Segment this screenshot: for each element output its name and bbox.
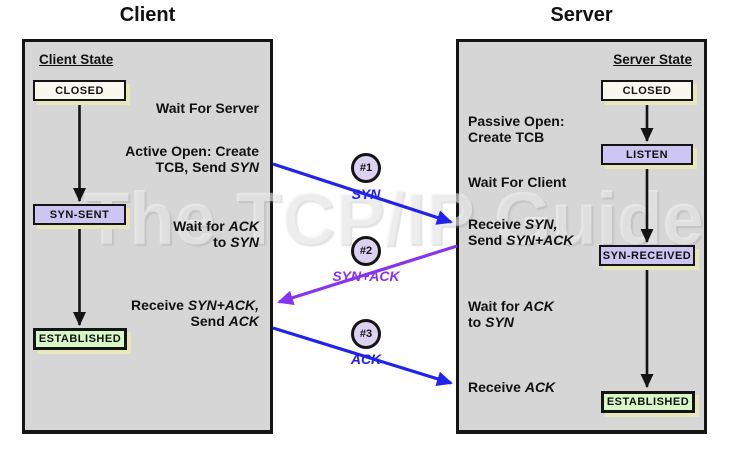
server-note-wait-for-ack: Wait for ACK to SYN [468, 298, 554, 330]
text-segment: ACK [523, 298, 554, 314]
server-panel [456, 39, 707, 434]
text-segment: Send [468, 232, 507, 248]
text-segment: SYN+ACK, [187, 297, 259, 313]
text-segment: SYN+ACK [506, 232, 574, 248]
server-state-listen: LISTEN [601, 144, 693, 165]
server-note-receive-syn: Receive SYN, Send SYN+ACK [468, 216, 573, 248]
text-segment: SYN, [524, 216, 558, 232]
client-note-active-open: Active Open: Create TCB, Send SYN [125, 143, 259, 175]
server-title: Server [550, 4, 613, 26]
client-note-receive-synack: Receive SYN+ACK, Send ACK [131, 297, 259, 329]
text-segment: to [213, 234, 231, 250]
server-note-passive-open: Passive Open: Create TCB [468, 113, 565, 145]
text-segment: Create TCB [468, 129, 545, 145]
text-segment: SYN [230, 234, 259, 250]
text-segment: ACK [228, 218, 259, 234]
message-2-label: SYN+ACK [332, 268, 400, 284]
server-state-closed: CLOSED [601, 80, 693, 101]
text-segment: Send [190, 313, 229, 329]
server-state-header: Server State [613, 52, 692, 67]
text-segment: Wait For Client [468, 174, 567, 190]
client-state-closed: CLOSED [33, 80, 126, 101]
message-3-label: ACK [350, 351, 382, 367]
client-state-syn-sent: SYN-SENT [33, 204, 126, 225]
client-title: Client [119, 4, 176, 26]
text-segment: Receive [468, 216, 525, 232]
text-segment: ACK [228, 313, 259, 329]
text-segment: Passive Open: [468, 113, 565, 129]
message-2-badge: #2 [351, 236, 381, 266]
text-segment: SYN [230, 159, 259, 175]
text-segment: Receive [468, 379, 525, 395]
client-note-wait-for-ack: Wait for ACK to SYN [173, 218, 259, 250]
server-state-established: ESTABLISHED [601, 391, 695, 413]
client-note-wait-for-server: Wait For Server [156, 100, 259, 116]
text-segment: to [468, 314, 486, 330]
client-state-established: ESTABLISHED [33, 328, 127, 350]
text-segment: Wait For Server [156, 100, 259, 116]
text-segment: Receive [130, 297, 188, 313]
server-state-syn-received: SYN-RECEIVED [599, 245, 695, 266]
client-panel [22, 39, 273, 434]
text-segment: Wait for [468, 298, 524, 314]
text-segment: Active Open: Create [125, 143, 259, 159]
text-segment: TCB, Send [155, 159, 231, 175]
text-segment: Wait for [173, 218, 229, 234]
server-note-receive-ack: Receive ACK [468, 379, 555, 395]
text-segment: ACK [524, 379, 556, 395]
text-segment: SYN [485, 314, 514, 330]
message-1-badge: #1 [351, 153, 381, 183]
message-1-label: SYN [351, 186, 381, 202]
server-note-wait-for-client: Wait For Client [468, 174, 566, 190]
message-3-badge: #3 [351, 319, 381, 349]
client-state-header: Client State [39, 52, 114, 67]
